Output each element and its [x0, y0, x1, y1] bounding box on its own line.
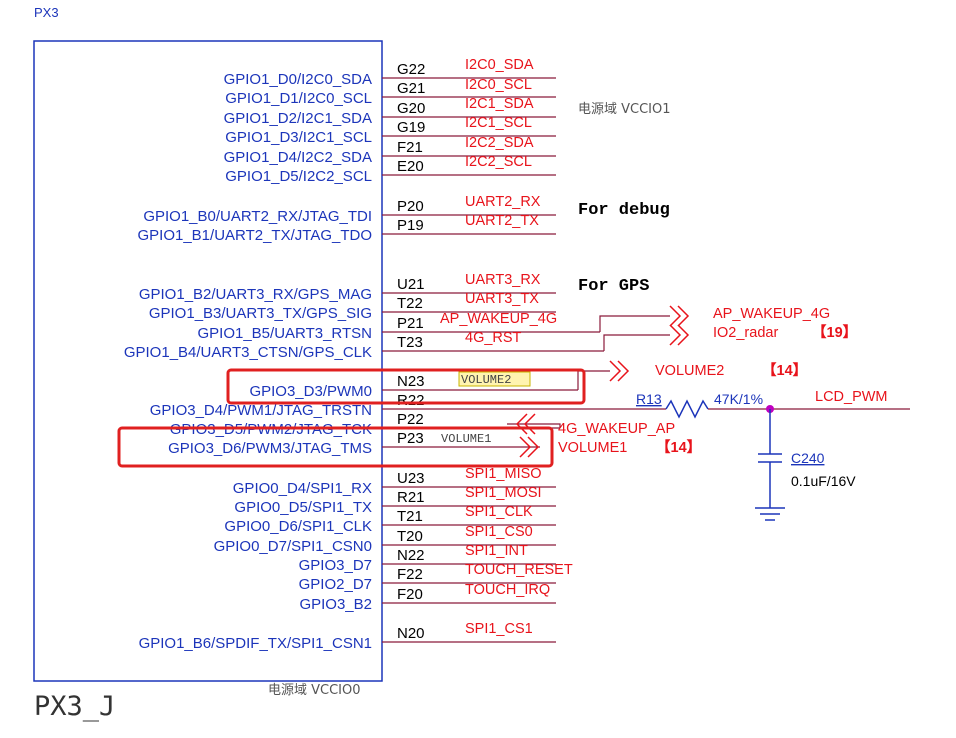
net-label: 4G_RST	[465, 330, 522, 346]
offpage-label: IO2_radar	[713, 325, 778, 341]
pin-number: G19	[397, 119, 425, 136]
pin-number: P20	[397, 198, 424, 215]
pin-number: G20	[397, 100, 425, 117]
resistor-ref: R13	[636, 391, 662, 407]
net-label: I2C2_SCL	[465, 154, 532, 170]
net-label: SPI1_MISO	[465, 466, 542, 482]
signal-label: GPIO1_B0/UART2_RX/JTAG_TDI	[143, 208, 372, 225]
pin-number: T20	[397, 528, 423, 545]
pin-number: P21	[397, 315, 424, 332]
net-label: TOUCH_RESET	[465, 562, 573, 578]
signal-label: GPIO1_B2/UART3_RX/GPS_MAG	[139, 286, 372, 303]
signal-label: GPIO1_B6/SPDIF_TX/SPI1_CSN1	[139, 635, 372, 652]
power-domain-note: 电源域 VCCIO1	[578, 102, 671, 117]
signal-label: GPIO1_D2/I2C1_SDA	[224, 110, 372, 127]
net-label: UART2_TX	[465, 213, 539, 229]
offpage-ref: 【14】	[656, 439, 701, 456]
net-tag-highlight	[458, 371, 531, 387]
pin-number: T21	[397, 508, 423, 525]
signal-label: GPIO1_D3/I2C1_SCL	[225, 129, 372, 146]
gps-note: For GPS	[578, 277, 649, 296]
net-label: I2C2_SDA	[465, 135, 534, 151]
signal-label: GPIO1_B5/UART3_RTSN	[197, 325, 372, 342]
signal-label: GPIO3_D6/PWM3/JTAG_TMS	[168, 440, 372, 457]
pin-number: P22	[397, 411, 424, 428]
pin-number: N20	[397, 625, 425, 642]
signal-label: GPIO0_D4/SPI1_RX	[233, 480, 372, 497]
net-label: AP_WAKEUP_4G	[440, 311, 557, 327]
power-domain-note: 电源域 VCCIO0	[268, 683, 361, 698]
pin-number: N22	[397, 547, 425, 564]
net-label: I2C1_SCL	[465, 115, 532, 131]
signal-label: GPIO0_D5/SPI1_TX	[234, 499, 372, 516]
pin-lines	[382, 77, 670, 643]
signal-label: GPIO1_D4/I2C2_SDA	[224, 149, 372, 166]
net-label: I2C0_SCL	[465, 77, 532, 93]
offpage-ref: 【14】	[762, 362, 807, 379]
net-label: I2C0_SDA	[465, 57, 534, 73]
signal-label: GPIO1_B1/UART2_TX/JTAG_TDO	[137, 227, 372, 244]
signal-label: GPIO2_D7	[299, 576, 372, 593]
net-label: I2C1_SDA	[465, 96, 534, 112]
ground-icon	[755, 507, 785, 521]
net-label: SPI1_CS1	[465, 621, 533, 637]
pin-number: G21	[397, 80, 425, 97]
signal-label: GPIO3_B2	[299, 596, 372, 613]
signal-label: GPIO1_D0/I2C0_SDA	[224, 71, 372, 88]
net-label: UART3_TX	[465, 291, 539, 307]
signal-label: GPIO3_D4/PWM1/JTAG_TRSTN	[150, 402, 372, 419]
sheet-header: PX3	[34, 5, 59, 20]
lcd-pwm-label: LCD_PWM	[815, 389, 888, 405]
highlight-box-pwm0	[226, 368, 586, 405]
net-label: TOUCH_IRQ	[465, 582, 550, 598]
offpage-label: VOLUME1	[558, 440, 627, 456]
net-tag: VOLUME1	[441, 432, 491, 446]
signal-label: GPIO3_D3/PWM0	[249, 383, 372, 400]
offpage-arrows	[515, 305, 690, 458]
net-label: SPI1_CS0	[465, 524, 533, 540]
part-name: PX3_J	[34, 691, 115, 722]
offpage-label: 4G_WAKEUP_AP	[558, 421, 675, 437]
signal-label: GPIO1_D5/I2C2_SCL	[225, 168, 372, 185]
capacitor-ref: C240	[791, 450, 825, 466]
capacitor-value: 0.1uF/16V	[791, 473, 856, 489]
pin-number: E20	[397, 158, 424, 175]
pin-number: R21	[397, 489, 425, 506]
pin-number: P19	[397, 217, 424, 234]
ic-body	[33, 40, 383, 682]
net-label: UART2_RX	[465, 194, 541, 210]
pin-number: F20	[397, 586, 423, 603]
pin-number: N23	[397, 373, 425, 390]
pin-number: T22	[397, 295, 423, 312]
resistor-value: 47K/1%	[714, 391, 763, 407]
pin-number: F22	[397, 566, 423, 583]
debug-note: For debug	[578, 201, 670, 220]
signal-label: GPIO0_D6/SPI1_CLK	[224, 518, 372, 535]
signal-label: GPIO1_B3/UART3_TX/GPS_SIG	[149, 305, 372, 322]
highlight-box-pwm3	[117, 426, 554, 468]
offpage-ref: 【19】	[812, 324, 857, 341]
signal-label: GPIO0_D7/SPI1_CSN0	[214, 538, 372, 555]
pin-number: U21	[397, 276, 425, 293]
net-label: SPI1_INT	[465, 543, 528, 559]
net-label: SPI1_MOSI	[465, 485, 542, 501]
offpage-label: VOLUME2	[655, 363, 724, 379]
pin-number: T23	[397, 334, 423, 351]
pin-number: G22	[397, 61, 425, 78]
pin-number: F21	[397, 139, 423, 156]
pin-number: P23	[397, 430, 424, 447]
net-label: SPI1_CLK	[465, 504, 533, 520]
net-label: UART3_RX	[465, 272, 541, 288]
signal-label: GPIO1_B4/UART3_CTSN/GPS_CLK	[124, 344, 372, 361]
capacitor-symbol	[758, 409, 782, 508]
pin-number: R22	[397, 392, 425, 409]
signal-label: GPIO1_D1/I2C0_SCL	[225, 90, 372, 107]
net-tag: VOLUME2	[461, 373, 511, 387]
resistor-symbol	[665, 399, 709, 419]
signal-label: GPIO3_D7	[299, 557, 372, 574]
pin-number: U23	[397, 470, 425, 487]
offpage-label: AP_WAKEUP_4G	[713, 306, 830, 322]
